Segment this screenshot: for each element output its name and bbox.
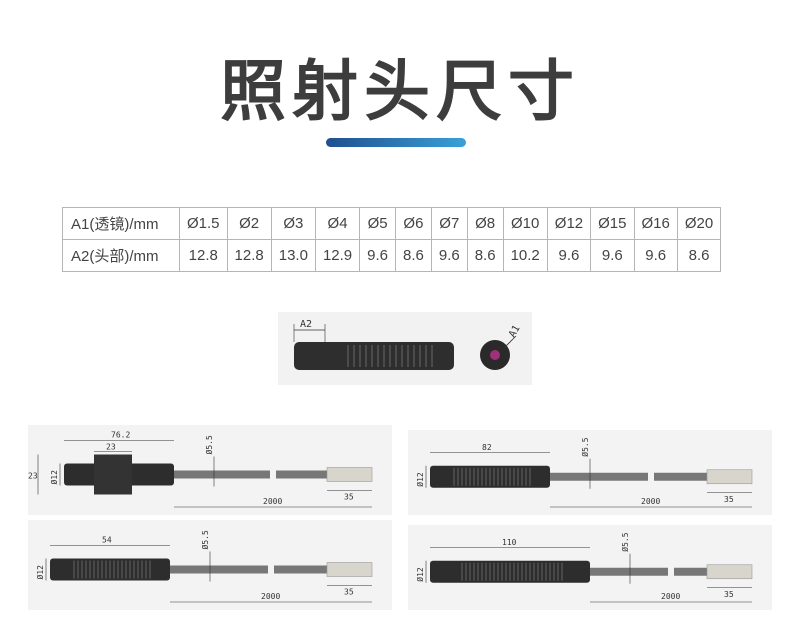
total-length-label: 2000 — [661, 592, 680, 601]
head-diameter-label: Ø12 — [49, 470, 59, 485]
connector — [706, 564, 753, 580]
length-label: 54 — [102, 536, 112, 545]
a1-label: A1 — [507, 324, 523, 340]
table-cell: 12.8 — [226, 239, 272, 272]
table-cell: Ø1.5 — [179, 207, 228, 240]
dimension-drawing: 76.2 2000 35 Ø5.5 Ø12 23 23 — [28, 425, 392, 515]
title-underline — [326, 138, 466, 147]
table-cell: Ø5 — [359, 207, 396, 240]
table-cell: 8.6 — [395, 239, 432, 272]
block-width-label: 23 — [106, 443, 116, 452]
head-photo: A2 A1 — [278, 312, 532, 385]
connector-length-label: 35 — [724, 495, 734, 504]
cable-diameter-label: Ø5.5 — [200, 530, 210, 549]
table-cell: 8.6 — [466, 239, 504, 272]
table-cell: 9.6 — [590, 239, 635, 272]
length-label: 82 — [482, 443, 492, 452]
connector — [326, 467, 373, 482]
table-cell: Ø4 — [314, 207, 361, 240]
cable-diameter-label: Ø5.5 — [580, 437, 590, 456]
table-cell: 12.8 — [179, 239, 228, 272]
block-height-label: 23 — [28, 472, 38, 481]
table-cell: Ø10 — [502, 207, 548, 240]
table-cell: 9.6 — [633, 239, 678, 272]
table-cell: 9.6 — [546, 239, 592, 272]
head-diameter-label: Ø12 — [415, 472, 425, 487]
table-cell: Ø12 — [546, 207, 592, 240]
dimension-drawing: 110 2000 35 Ø5.5 Ø12 — [408, 525, 772, 610]
cable — [590, 567, 668, 576]
cable — [550, 472, 648, 481]
cable-diameter-label: Ø5.5 — [620, 532, 630, 551]
table-cell: 10.2 — [502, 239, 548, 272]
table-cell: Ø6 — [395, 207, 432, 240]
table-cell: Ø7 — [430, 207, 468, 240]
connector-length-label: 35 — [344, 588, 354, 597]
dimension-drawing: 82 2000 35 Ø5.5 Ø12 — [408, 430, 772, 515]
length-label: 76.2 — [111, 431, 130, 440]
row-header: A1(透镜)/mm — [62, 207, 180, 240]
length-label: 110 — [502, 538, 517, 547]
a2-label: A2 — [300, 319, 312, 330]
table-cell: Ø20 — [676, 207, 722, 240]
table-cell: Ø8 — [466, 207, 504, 240]
table-cell: Ø2 — [226, 207, 272, 240]
table-cell: 9.6 — [359, 239, 396, 272]
connector-length-label: 35 — [344, 493, 354, 502]
head-diameter-label: Ø12 — [35, 565, 45, 580]
total-length-label: 2000 — [263, 497, 282, 506]
table-cell: 9.6 — [430, 239, 468, 272]
head-diameter-label: Ø12 — [415, 567, 425, 582]
table-cell: Ø16 — [633, 207, 678, 240]
cable-diameter-label: Ø5.5 — [204, 435, 214, 454]
dimension-drawing: 54 2000 35 Ø5.5 Ø12 — [28, 520, 392, 610]
connector — [706, 469, 753, 485]
table-cell: 12.9 — [314, 239, 361, 272]
table-cell: Ø3 — [270, 207, 316, 240]
connector — [326, 562, 373, 577]
total-length-label: 2000 — [641, 497, 660, 506]
cable — [174, 470, 270, 479]
row-header: A2(头部)/mm — [62, 239, 180, 272]
total-length-label: 2000 — [261, 592, 280, 601]
connector-length-label: 35 — [724, 590, 734, 599]
table-cell: Ø15 — [590, 207, 635, 240]
cable — [170, 565, 268, 574]
page-title: 照射头尺寸 — [220, 53, 580, 130]
table-cell: 8.6 — [676, 239, 722, 272]
table-cell: 13.0 — [270, 239, 316, 272]
